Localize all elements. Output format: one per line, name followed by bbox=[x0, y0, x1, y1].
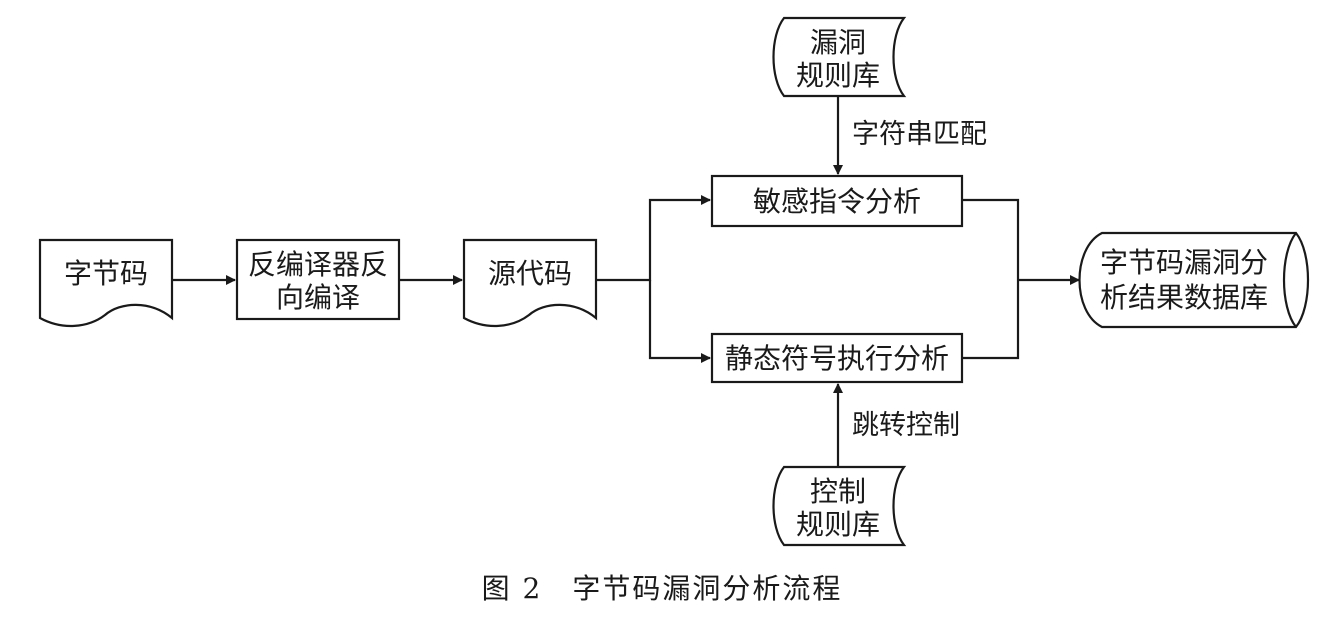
edge-label-string-match: 字符串匹配 bbox=[852, 119, 987, 150]
node-source-code-label: 源代码 bbox=[488, 257, 572, 290]
node-decompiler-label-line1: 反编译器反 bbox=[248, 248, 388, 281]
node-control-rule-db-label-line2: 规则库 bbox=[796, 508, 880, 541]
node-control-rule-db: 控制 规则库 bbox=[772, 465, 907, 547]
edge-source-to-symbolic bbox=[648, 280, 711, 363]
node-sensitive-analysis-label: 敏感指令分析 bbox=[753, 185, 921, 218]
node-vuln-rule-db: 漏洞 规则库 bbox=[772, 16, 907, 98]
node-result-db-label-line1: 字节码漏洞分 bbox=[1100, 246, 1268, 279]
node-bytecode-label: 字节码 bbox=[64, 257, 148, 290]
node-symbolic-exec-label: 静态符号执行分析 bbox=[725, 342, 949, 375]
node-control-rule-db-label-line1: 控制 bbox=[810, 475, 866, 508]
node-result-db-label-line2: 析结果数据库 bbox=[1100, 281, 1268, 314]
node-decompiler-label-line2: 向编译 bbox=[276, 281, 360, 314]
node-source-code: 源代码 bbox=[462, 238, 598, 328]
edge-source-to-sensitive bbox=[596, 195, 711, 282]
figure-caption: 图 2 字节码漏洞分析流程 bbox=[482, 572, 843, 605]
edge-label-jump-control: 跳转控制 bbox=[852, 410, 960, 441]
node-sensitive-analysis: 敏感指令分析 bbox=[710, 174, 964, 228]
node-symbolic-exec: 静态符号执行分析 bbox=[710, 332, 964, 384]
node-bytecode: 字节码 bbox=[38, 238, 174, 328]
node-vuln-rule-db-label-line1: 漏洞 bbox=[810, 26, 866, 59]
edge-merge-bracket bbox=[962, 198, 1020, 360]
node-vuln-rule-db-label-line2: 规则库 bbox=[796, 59, 880, 92]
node-result-db: 字节码漏洞分 析结果数据库 bbox=[1078, 231, 1310, 329]
node-decompiler: 反编译器反 向编译 bbox=[235, 238, 401, 321]
